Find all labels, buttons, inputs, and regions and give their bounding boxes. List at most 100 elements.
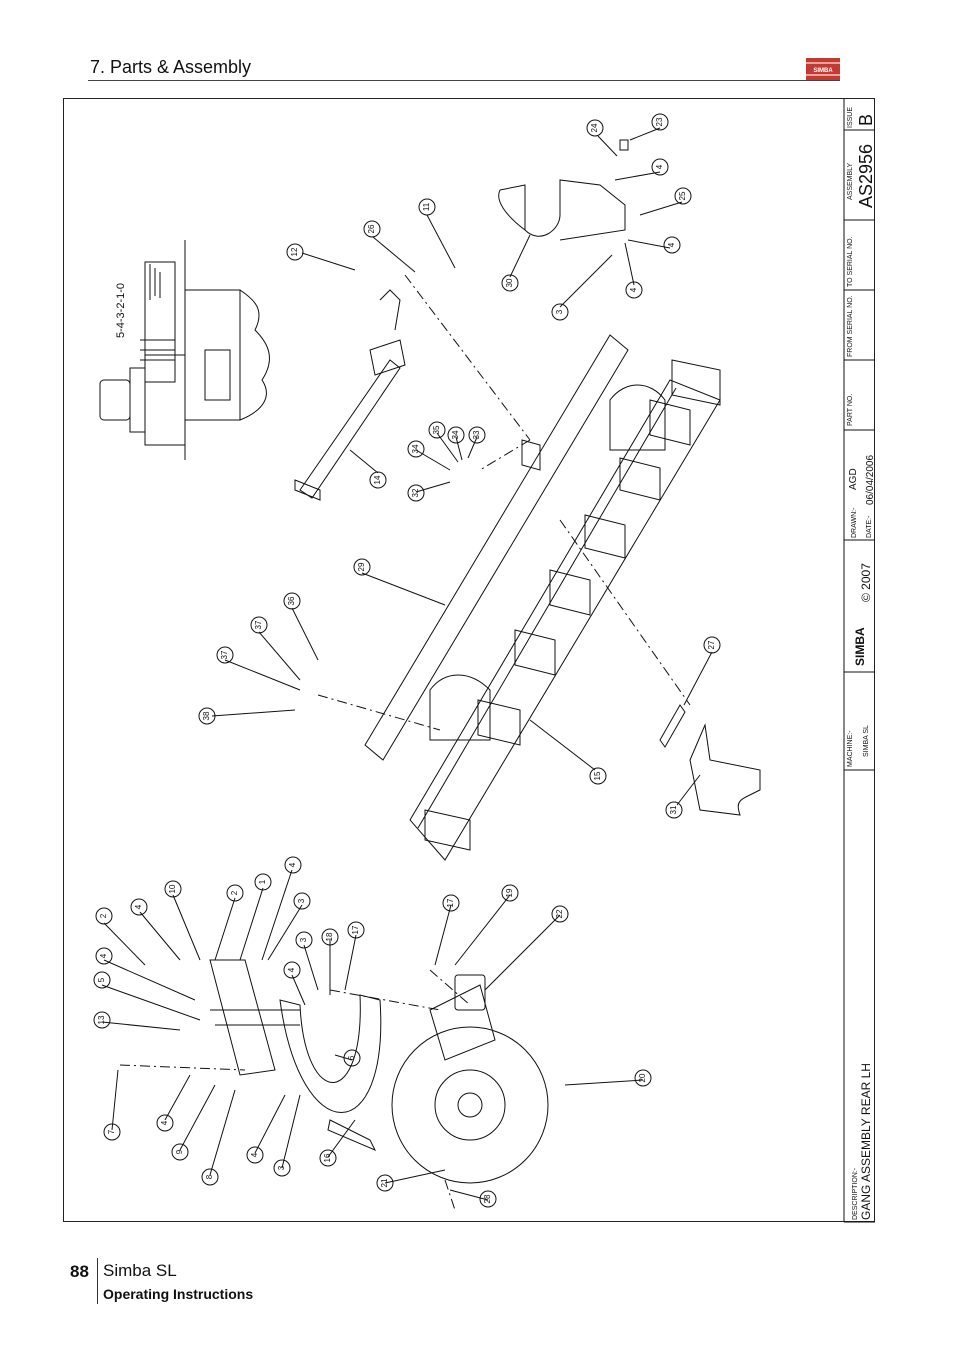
callout: 27 [703,636,721,654]
callout: 12 [286,243,304,261]
callout: 32 [407,484,425,502]
callout: 4 [156,1114,174,1132]
callout: 31 [665,801,683,819]
leader-lines [101,127,713,1201]
brand-mark: SIMBA [853,627,867,666]
svg-text:2: 2 [230,890,239,895]
svg-text:28: 28 [483,1194,492,1203]
header-rule [88,80,840,81]
top-right-bracket [498,139,629,241]
svg-text:29: 29 [357,562,366,571]
svg-text:31: 31 [669,805,678,814]
svg-text:37: 37 [254,620,263,629]
lever-arm [294,289,406,501]
callout: 36 [283,592,301,610]
callout: 2 [95,907,113,925]
svg-text:4: 4 [655,164,664,169]
svg-text:18: 18 [325,932,334,941]
svg-text:4: 4 [288,862,297,867]
svg-text:17: 17 [446,898,455,907]
callout: 14 [369,471,387,489]
callout: 3 [273,1159,291,1177]
issue-label: ISSUE [847,107,854,128]
callout: 4 [651,158,669,176]
scale-label: 5-4-3-2-1-0 [115,283,127,338]
from-serial-label: FROM SERIAL NO. [847,295,854,357]
svg-text:12: 12 [290,247,299,256]
callout: 1 [254,873,272,891]
callout: 29 [353,558,371,576]
footer-product: Simba SL [103,1261,177,1280]
page-number: 88 [70,1262,89,1281]
machine-value: SIMBA SL [863,725,870,757]
footer-rule [97,1258,98,1304]
svg-text:6: 6 [347,1055,356,1060]
footer-doc-type: Operating Instructions [103,1286,254,1302]
callout: 4 [95,947,113,965]
callout: 2 [226,884,244,902]
logo-text: SIMBA [813,68,833,74]
callout: 6 [343,1049,361,1067]
svg-text:14: 14 [373,475,382,484]
title-block [843,98,875,1223]
simba-logo-badge: SIMBA [806,58,840,80]
svg-text:19: 19 [505,888,514,897]
svg-text:2: 2 [99,913,108,918]
copyright: © 2007 [859,563,873,602]
svg-text:4: 4 [250,1152,259,1157]
svg-text:3: 3 [299,937,308,942]
svg-text:10: 10 [168,884,177,893]
callout: 17 [347,921,365,939]
svg-text:24: 24 [590,123,599,132]
callout: 23 [651,113,669,131]
callout: 4 [283,961,301,979]
callout: 5 [93,971,111,989]
description-value: GANG ASSEMBLY REAR LH [859,1063,873,1220]
svg-text:25: 25 [678,191,687,200]
callout: 16 [319,1149,337,1167]
svg-text:4: 4 [99,953,108,958]
section-title: 7. Parts & Assembly [90,57,252,77]
callout: 20 [634,1069,652,1087]
drawn-label: DRAWN:- [851,507,858,538]
callout: 21 [376,1174,394,1192]
callout: 4 [246,1146,264,1164]
assembly-label: ASSEMBLY [847,162,854,200]
callout: 3 [293,892,311,910]
description-label: DESCRIPTION:- [852,1167,859,1220]
svg-text:34: 34 [411,444,420,453]
callout: 4 [284,856,302,874]
callout: 4 [663,236,681,254]
callout: 3 [551,303,569,321]
svg-text:3: 3 [277,1165,286,1170]
callout: 38 [198,707,216,725]
issue-value: B [856,114,876,126]
callout: 9 [171,1143,189,1161]
gang-end-bracket [659,704,761,816]
svg-text:34: 34 [451,430,460,439]
callout: 35 [428,421,446,439]
svg-text:21: 21 [380,1178,389,1187]
svg-text:4: 4 [160,1120,169,1125]
gang-beam [364,334,721,861]
svg-text:13: 13 [97,1015,106,1024]
svg-text:22: 22 [555,909,564,918]
callout: 34 [407,440,425,458]
callout: 4 [130,898,148,916]
callout: 28 [479,1190,497,1208]
svg-text:11: 11 [422,202,431,211]
date-value: 06/04/2006 [865,455,876,505]
detail-inset [99,240,270,460]
centre-lines [119,274,691,1211]
part-no-label: PART NO. [847,394,854,426]
svg-text:20: 20 [638,1073,647,1082]
svg-text:33: 33 [472,430,481,439]
date-label: DATE:- [866,515,873,538]
callout: 10 [164,880,182,898]
callout: 18 [321,928,339,946]
machine-label: MACHINE:- [847,730,854,767]
svg-text:15: 15 [593,771,602,780]
svg-text:4: 4 [667,242,676,247]
svg-text:1: 1 [258,879,267,884]
